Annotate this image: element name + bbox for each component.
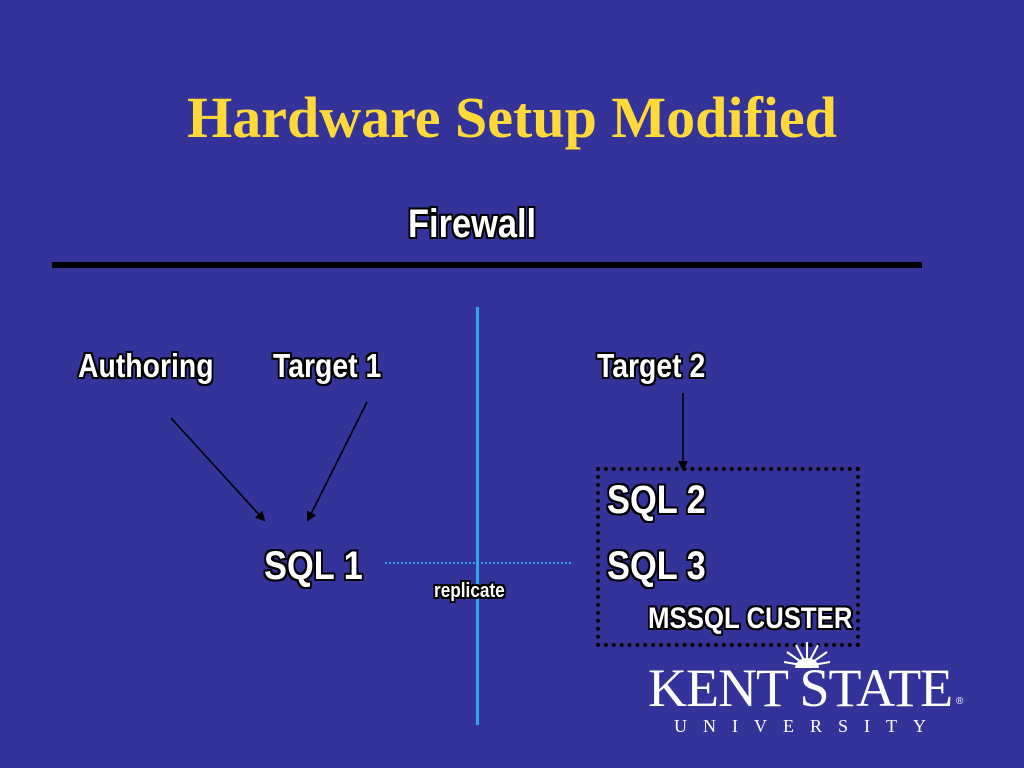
- sql1-node: SQL 1: [264, 544, 363, 588]
- arrow-target1-to-sql1: [307, 401, 368, 522]
- firewall-label: Firewall: [408, 202, 537, 246]
- target2-node: Target 2: [597, 347, 706, 384]
- logo-subtitle: UNIVERSITY: [674, 716, 942, 736]
- mssql-cluster-box: [596, 467, 860, 647]
- target1-node: Target 1: [273, 347, 382, 384]
- replicate-label: replicate: [434, 580, 505, 602]
- firewall-line: [52, 262, 922, 268]
- sql2-node: SQL 2: [607, 478, 706, 522]
- arrow-authoring-to-sql1: [170, 417, 266, 522]
- mssql-cluster-label: MSSQL CUSTER: [648, 602, 853, 635]
- kent-state-logo: KENT STATE ® UNIVERSITY: [648, 640, 970, 740]
- sunburst-icon: [783, 642, 831, 668]
- authoring-node: Authoring: [78, 347, 214, 384]
- logo-registered-mark: ®: [956, 696, 964, 707]
- network-divider-line: [476, 307, 479, 725]
- sql3-node: SQL 3: [607, 544, 706, 588]
- logo-wordmark: KENT STATE: [648, 658, 953, 718]
- slide-title: Hardware Setup Modified: [187, 85, 837, 150]
